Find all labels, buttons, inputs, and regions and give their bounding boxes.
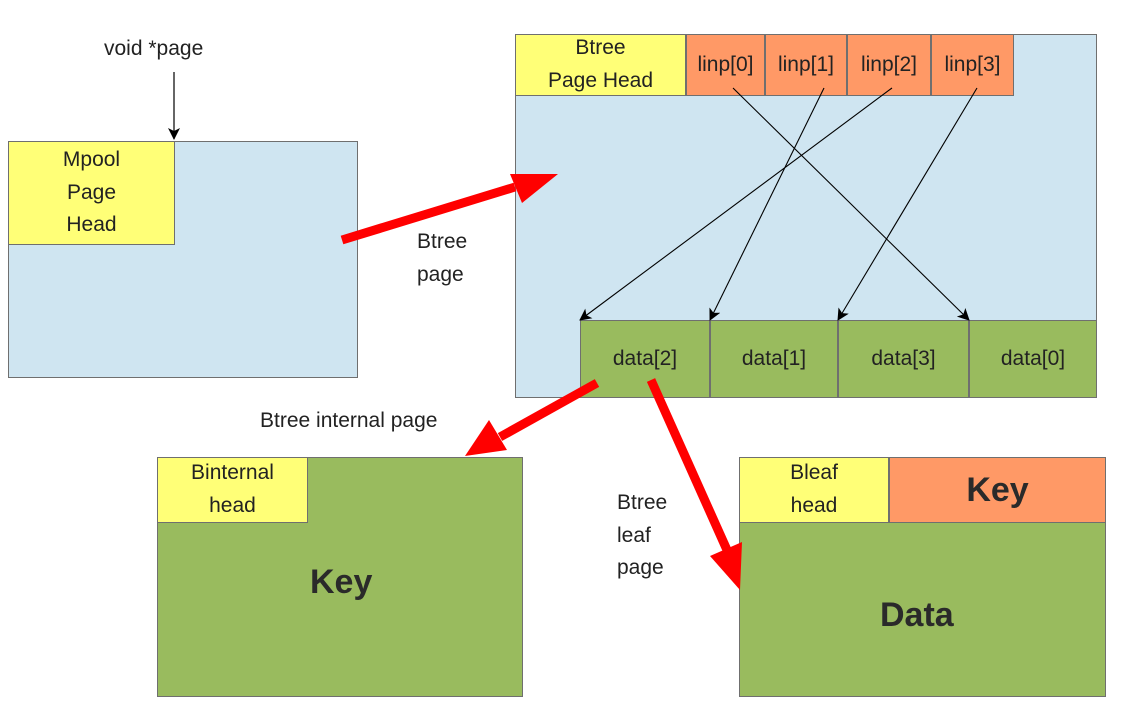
btree-page-label-line-2: page bbox=[417, 262, 464, 286]
mpool-head-line-3: Head bbox=[66, 213, 117, 237]
leaf-page-key: Key bbox=[889, 457, 1106, 523]
btree-head-line-2: Page Head bbox=[547, 69, 654, 92]
data-item-1: data[1] bbox=[710, 320, 838, 398]
linp-slot-2: linp[2] bbox=[847, 34, 931, 96]
btree-leaf-label-line-2: leaf bbox=[617, 523, 651, 547]
mpool-head-line-2: Page bbox=[66, 180, 117, 204]
btree-leaf-label-line-1: Btree bbox=[617, 491, 668, 514]
btree-leaf-page-label: Btree leaf page bbox=[617, 487, 667, 585]
leaf-page-data: Data bbox=[880, 596, 954, 634]
data-item-3: data[3] bbox=[838, 320, 969, 398]
btree-page-label-line-1: Btree bbox=[417, 230, 468, 253]
btree-internal-page-label: Btree internal page bbox=[260, 409, 438, 432]
btree-page-head: Btree Page Head bbox=[515, 34, 686, 96]
linp-slot-0: linp[0] bbox=[686, 34, 765, 96]
btree-head-line-1: Btree bbox=[575, 36, 626, 60]
internal-head-line-2: head bbox=[209, 494, 256, 517]
leaf-head-line-2: head bbox=[790, 494, 838, 517]
leaf-head-line-1: Bleaf bbox=[790, 461, 838, 485]
internal-head-line-1: Binternal bbox=[191, 461, 274, 485]
leaf-page-head: Bleaf head bbox=[739, 457, 889, 523]
void-page-label: void *page bbox=[104, 37, 204, 60]
internal-page-head: Binternal head bbox=[157, 457, 308, 523]
linp-slot-3: linp[3] bbox=[931, 34, 1014, 96]
btree-page-label: Btree page bbox=[417, 226, 467, 291]
mpool-page-head: Mpool Page Head bbox=[8, 141, 175, 245]
data-item-2: data[2] bbox=[580, 320, 710, 398]
mpool-head-line-1: Mpool bbox=[62, 148, 121, 172]
btree-leaf-label-line-3: page bbox=[617, 556, 664, 580]
data-item-0: data[0] bbox=[969, 320, 1097, 398]
linp-slot-1: linp[1] bbox=[765, 34, 847, 96]
internal-page-key: Key bbox=[310, 563, 373, 601]
